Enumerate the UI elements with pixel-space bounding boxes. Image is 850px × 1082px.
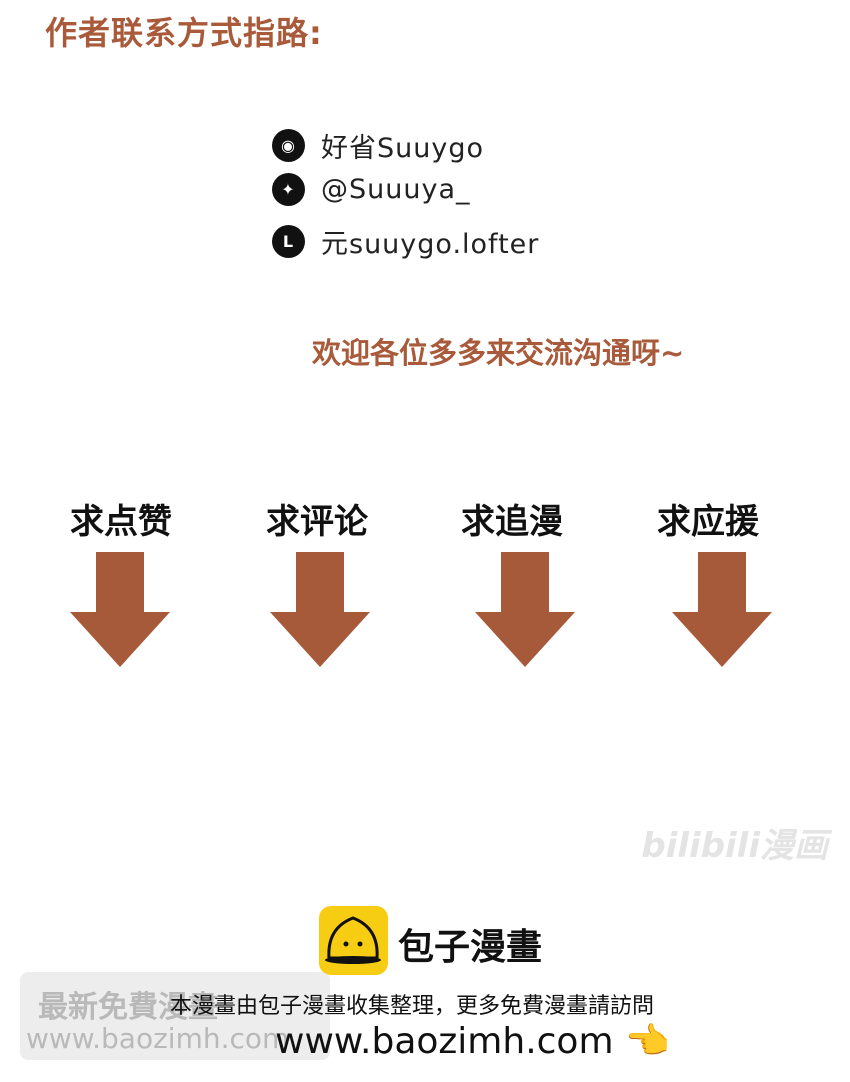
lofter-icon: L bbox=[272, 225, 305, 258]
weibo-icon: ◉ bbox=[272, 129, 305, 162]
contact-lofter: L 元suuygo.lofter bbox=[272, 222, 539, 261]
pointing-hand-icon: 👈 bbox=[624, 1021, 670, 1062]
ask-follow: 求追漫 bbox=[461, 502, 563, 542]
arrow-down-icon bbox=[70, 552, 170, 667]
brand-name: 包子漫畫 bbox=[398, 927, 543, 968]
ask-like: 求点赞 bbox=[70, 502, 172, 542]
arrow-down-icon bbox=[270, 552, 370, 667]
contact-weibo: ◉ 好省Suuygo bbox=[272, 126, 484, 165]
footer-url[interactable]: www.baozimh.com 👈 bbox=[275, 1020, 670, 1062]
ask-support: 求应援 bbox=[657, 502, 759, 542]
page-title: 作者联系方式指路: bbox=[45, 14, 323, 52]
baozi-logo bbox=[319, 906, 388, 975]
ask-comment: 求评论 bbox=[266, 502, 368, 542]
contact-text: 元suuygo.lofter bbox=[321, 229, 540, 260]
welcome-text: 欢迎各位多多来交流沟通呀~ bbox=[312, 336, 685, 370]
contact-twitter: ✦ @Suuuya_ bbox=[272, 173, 471, 206]
bilibili-watermark: bilibili漫画 bbox=[641, 826, 828, 866]
overlay-line2: www.baozimh.com bbox=[26, 1022, 290, 1055]
footer-notice: 本漫畫由包子漫畫收集整理，更多免費漫畫請訪問 bbox=[170, 994, 655, 1019]
arrow-down-icon bbox=[672, 552, 772, 667]
arrow-down-icon bbox=[475, 552, 575, 667]
overlay-banner: 最新免費漫畫 www.baozimh.com bbox=[20, 972, 330, 1060]
url-text[interactable]: www.baozimh.com bbox=[275, 1021, 614, 1062]
contact-text: 好省Suuygo bbox=[321, 133, 484, 164]
overlay-line1: 最新免費漫畫 bbox=[38, 990, 218, 1025]
twitter-icon: ✦ bbox=[272, 173, 305, 206]
contact-text: @Suuuya_ bbox=[321, 174, 471, 205]
